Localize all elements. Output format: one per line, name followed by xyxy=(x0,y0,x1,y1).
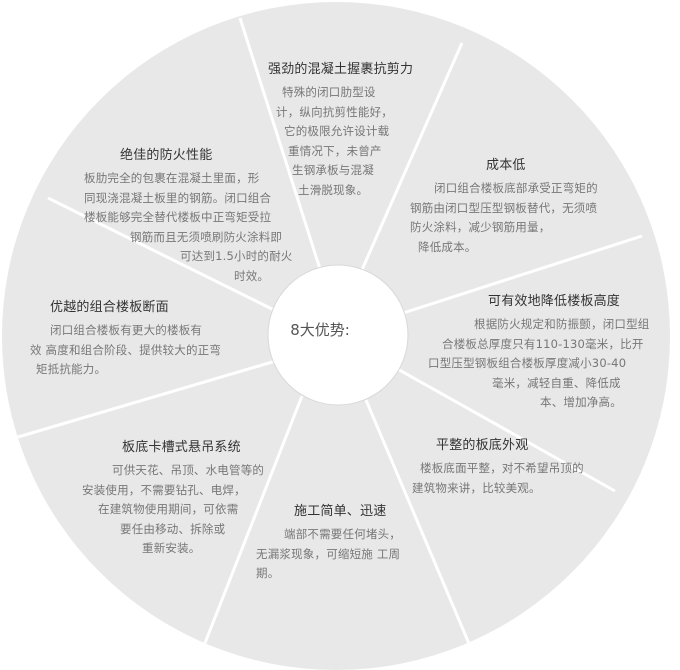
segment-line: 楼板底面平整，对不希望吊顶的 xyxy=(420,461,584,475)
segment-line: 特殊的闭口肋型设 xyxy=(282,85,376,99)
segment-title: 绝佳的防火性能 xyxy=(120,148,213,163)
segment-line: 无漏浆现象，可缩短施 工周 xyxy=(256,546,401,561)
segment-line: 闭口组合楼板底部承受正弯矩的 xyxy=(434,181,598,195)
segment-line: 同现浇混凝土板里的钢筋。闭口组合 xyxy=(84,190,272,205)
divider-line xyxy=(203,395,304,644)
segment-line: 效 高度和组合阶段、提供较大的正弯 xyxy=(30,342,222,357)
segment-line: 钢筋而且无须喷刷防火涂料即 xyxy=(130,229,283,244)
segment-line: 钢筋由闭口型压型钢板替代，无须喷 xyxy=(410,200,598,215)
segment-title: 可有效地降低楼板高度 xyxy=(488,294,621,309)
segment-title: 施工简单、迅速 xyxy=(294,504,387,519)
segment-line: 在建筑物使用期间，可依需 xyxy=(98,502,239,516)
segment-line: 闭口组合楼板有更大的楼板有 xyxy=(50,323,203,337)
segment-line: 时效。 xyxy=(234,268,270,283)
segment-title: 优越的组合楼板断面 xyxy=(50,300,169,315)
divider-line xyxy=(393,365,616,493)
divider-line xyxy=(17,358,280,439)
divider-line xyxy=(47,196,279,314)
segment-fire-resistance: 绝佳的防火性能 板肋完全的包裹在混凝土里面，形 同现浇混凝土板里的钢筋。闭口组合… xyxy=(84,146,293,286)
segment-suspension-system: 板底卡槽式悬吊系统 可供天花、吊顶、水电管等的 安装使用，不需要钻孔、电焊， 在… xyxy=(82,438,264,559)
segment-section-design: 优越的组合楼板断面 闭口组合楼板有更大的楼板有 效 高度和组合阶段、提供较大的正… xyxy=(30,298,221,380)
segment-flat-bottom: 平整的板底外观 楼板底面平整，对不希望吊顶的 建筑物来讲，比较美观。 xyxy=(412,436,584,498)
segment-line: 口型压型钢板组合楼板厚度减小30-40 xyxy=(428,356,627,370)
segment-title: 板底卡槽式悬吊系统 xyxy=(122,440,241,455)
segment-line: 安装使用，不需要钻孔、电焊， xyxy=(82,482,246,497)
segment-line: 生钢承板与混凝 xyxy=(292,163,374,177)
center-circle xyxy=(267,264,409,406)
dividers xyxy=(17,17,643,647)
divider-line xyxy=(238,17,322,270)
segment-line: 它的极限允许设计载 xyxy=(284,124,390,138)
segment-line: 可供天花、吊顶、水电管等的 xyxy=(112,463,265,477)
segment-line: 可达到1.5小时的耐火 xyxy=(180,249,293,263)
segment-line: 防火涂料，减少钢筋用量， xyxy=(410,220,551,234)
divider-line xyxy=(396,234,643,317)
segment-line: 计，纵向抗剪性能好， xyxy=(276,104,393,119)
segment-line: 降低成本。 xyxy=(418,239,477,254)
segment-title: 强劲的混凝土握裹抗剪力 xyxy=(268,62,414,77)
segment-line: 期。 xyxy=(256,566,280,580)
segment-line: 要任由移动、拆除或 xyxy=(120,521,226,536)
segment-line: 端部不需要任何堵头， xyxy=(284,527,401,541)
segment-line: 重新安装。 xyxy=(142,541,201,555)
segment-line: 重情况下，未曾产 xyxy=(288,143,382,158)
segment-title: 平整的板底外观 xyxy=(436,438,529,453)
segment-reduce-height: 可有效地降低楼板高度 根据防火规定和防振颤，闭口型组 合楼板总厚度只有110-1… xyxy=(428,292,650,413)
divider-line xyxy=(359,42,464,273)
segment-line: 本、增加净高。 xyxy=(540,395,622,409)
segment-line: 矩抵抗能力。 xyxy=(36,362,107,376)
segment-concrete-shear: 强劲的混凝土握裹抗剪力 特殊的闭口肋型设 计，纵向抗剪性能好， 它的极限允许设计… xyxy=(268,60,413,200)
segment-low-cost: 成本低 闭口组合楼板底部承受正弯矩的 钢筋由闭口型压型钢板替代，无须喷 防火涂料… xyxy=(410,156,598,257)
segment-title: 成本低 xyxy=(486,158,526,173)
segment-line: 合楼板总厚度只有110-130毫米，比开 xyxy=(442,336,644,351)
center-label: 8大优势: xyxy=(290,321,350,339)
segment-line: 板肋完全的包裹在混凝土里面，形 xyxy=(84,171,260,185)
segment-line: 土滑脱现象。 xyxy=(298,182,369,197)
segment-fast-construction: 施工简单、迅速 端部不需要任何堵头， 无漏浆现象，可缩短施 工周 期。 xyxy=(256,502,401,584)
segment-line: 建筑物来讲，比较美观。 xyxy=(412,480,541,495)
segment-line: 楼板能够完全替代楼板中正弯矩受拉 xyxy=(84,210,272,224)
divider-line xyxy=(364,399,472,647)
segment-line: 毫米，减轻自重、降低成 xyxy=(492,375,621,390)
segment-line: 根据防火规定和防振颤，闭口型组 xyxy=(474,317,650,331)
